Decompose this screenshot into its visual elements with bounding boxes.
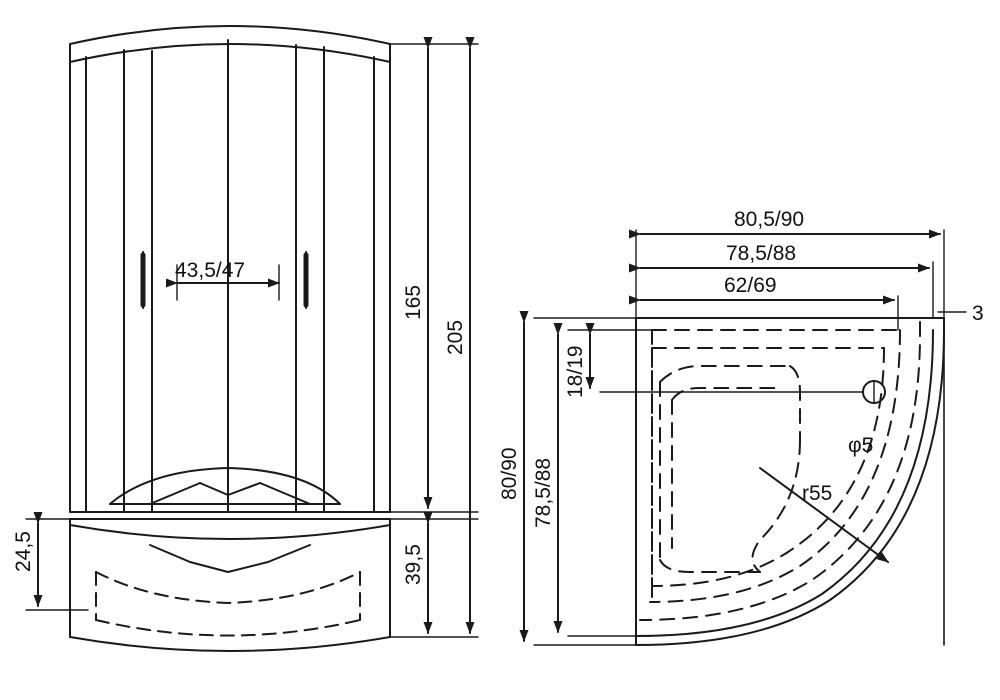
tray-inner-curve (109, 467, 341, 505)
tray-facet-1 (149, 482, 201, 505)
label-base-height: 39,5 (402, 544, 425, 585)
label-corner-radius: r55 (802, 482, 832, 505)
label-outer-depth: 80/90 (498, 447, 521, 500)
plan-top-view (635, 317, 945, 646)
tray-inner-solid (635, 329, 934, 637)
skirt-facet-2 (267, 544, 311, 563)
skirt-facet-3 (189, 561, 269, 573)
front-dimensions (25, 37, 479, 638)
skirt-dashed-curve (95, 571, 361, 604)
seat-dashed-top (659, 365, 791, 383)
tray-dashed-mid (649, 329, 901, 603)
tray-dashed-outer (639, 321, 921, 621)
skirt-bottom (69, 636, 391, 652)
front-elevation-view (69, 25, 391, 652)
plan-dimensions (519, 229, 967, 646)
label-outer-width: 80,5/90 (734, 208, 804, 231)
tray-dashed-inner (651, 347, 885, 587)
label-glass-height: 165 (402, 285, 425, 320)
label-drain-diameter: φ5 (848, 434, 873, 457)
label-entry-width: 62/69 (724, 274, 777, 297)
seat-dashed-right (789, 365, 801, 441)
top-rail-line (69, 43, 391, 63)
label-inner-depth: 78,5/88 (532, 458, 555, 528)
skirt-dashed-bottom (95, 619, 361, 637)
label-door-width: 43,5/47 (175, 259, 245, 282)
radius-leader (759, 467, 889, 563)
tray-facet-3 (199, 482, 261, 496)
label-inner-width: 78,5/88 (726, 242, 796, 265)
seat-dashed-inner-top (671, 387, 783, 401)
seat-dashed-bottom (659, 559, 761, 573)
skirt-top-curve (69, 524, 391, 540)
label-flange: 3 (972, 302, 984, 325)
skirt-facet-1 (149, 544, 191, 563)
label-offset: 18/19 (564, 345, 587, 398)
label-tray-height: 24,5 (12, 531, 35, 572)
tray-outer-outline (635, 317, 945, 646)
label-total-height: 205 (444, 320, 467, 355)
tray-facet-2 (259, 482, 311, 505)
seat-dashed-curve (751, 439, 801, 573)
